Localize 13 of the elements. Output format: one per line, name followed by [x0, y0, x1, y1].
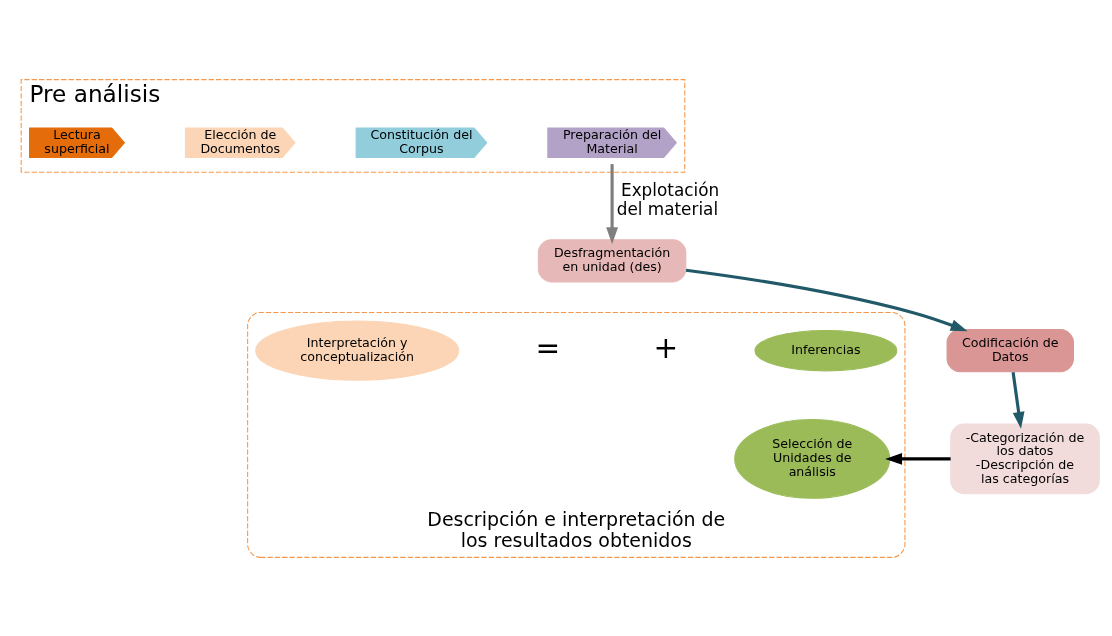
arrow: [1011, 371, 1025, 429]
node-box: Codificación de Datos: [946, 328, 1074, 372]
node-box: Desfragmentación en unidad (des): [537, 238, 687, 282]
node-box: -Categorización de los datos -Descripción de las categorías: [950, 423, 1100, 494]
arrow: [885, 452, 951, 465]
arrow: [685, 268, 968, 331]
node-ellipse: Selección de Unidades de análisis: [734, 418, 891, 499]
label: +: [653, 330, 679, 365]
arrow: [606, 163, 618, 244]
edge-label: Explotación del material: [616, 179, 720, 219]
label: =: [535, 330, 561, 365]
node-ellipse: Interpretación y conceptualización: [255, 320, 460, 381]
node-ellipse: Inferencias: [754, 329, 898, 371]
